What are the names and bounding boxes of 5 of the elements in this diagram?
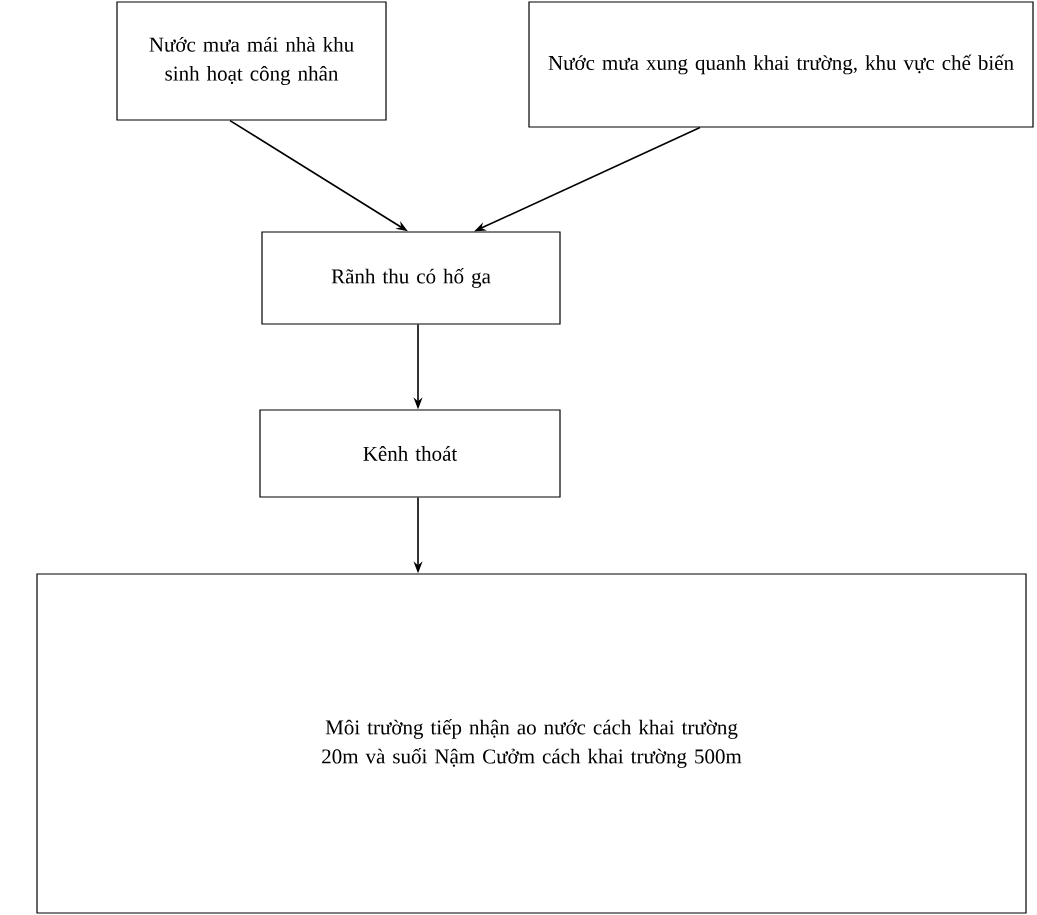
process-box: Rãnh thu có hố ga bbox=[261, 231, 561, 325]
process-box: Nước mưa xung quanh khai trường, khu vực chế biến bbox=[528, 1, 1034, 128]
process-box: Môi trường tiếp nhận ao nước cách khai trường 20m và suối Nậm Cưởm cách khai trường 500m bbox=[36, 573, 1027, 914]
process-box: Nước mưa mái nhà khu sinh hoạt công nhân bbox=[116, 1, 387, 121]
process-box: Kênh thoát bbox=[259, 409, 561, 498]
